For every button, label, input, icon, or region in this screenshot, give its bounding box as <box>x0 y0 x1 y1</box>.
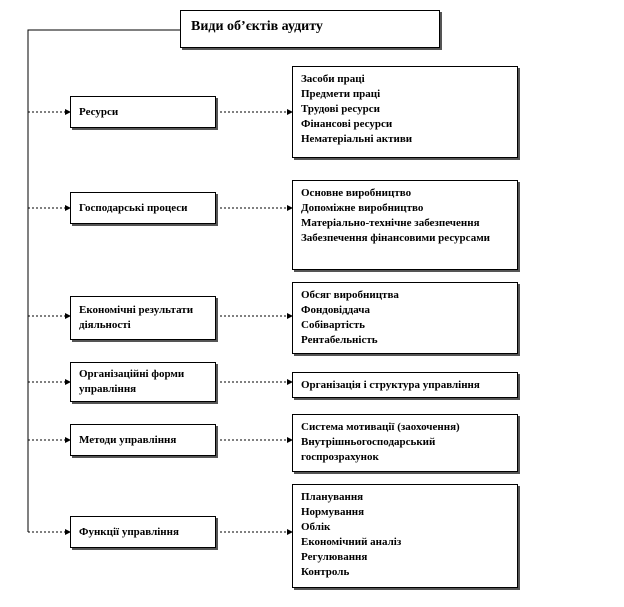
category-label: Господарські процеси <box>79 201 188 214</box>
detail-item: Рентабельність <box>301 334 378 346</box>
detail-item: Фондовіддача <box>301 304 370 316</box>
detail-item: Облік <box>301 521 331 533</box>
detail-item: Регулювання <box>301 551 368 563</box>
detail-item: Організація і структура управління <box>301 379 480 391</box>
category-org-forms: Організаційні форми управління <box>70 362 216 402</box>
detail-item: Собівартість <box>301 319 365 331</box>
detail-item: Планування <box>301 491 364 503</box>
category-functions: Функції управління <box>70 516 216 548</box>
details-resources: Засоби праці Предмети праці Трудові ресу… <box>292 66 518 158</box>
category-label: Методи управління <box>79 433 177 446</box>
category-label: Ресурси <box>79 105 119 118</box>
detail-item: Трудові ресурси <box>301 103 380 115</box>
detail-item: Контроль <box>301 566 350 578</box>
root-node: Види об’єктів аудиту <box>180 10 440 48</box>
details-results: Обсяг виробництва Фондовіддача Собіварті… <box>292 282 518 354</box>
detail-item: Засоби праці <box>301 73 365 85</box>
root-title: Види об’єктів аудиту <box>191 19 323 34</box>
detail-item: Матеріально-технічне забезпечення <box>301 217 480 229</box>
category-label: Функції управління <box>79 525 179 538</box>
category-methods: Методи управління <box>70 424 216 456</box>
detail-item: Економічний аналіз <box>301 536 402 548</box>
detail-item: Допоміжне виробництво <box>301 202 424 214</box>
details-methods: Система мотивації (заохочення) Внутрішнь… <box>292 414 518 472</box>
detail-item: Нормування <box>301 506 365 518</box>
detail-item: Внутрішньогосподарський госпрозрахунок <box>301 436 436 463</box>
category-label: Організаційні форми управління <box>79 368 185 395</box>
details-processes: Основне виробництво Допоміжне виробництв… <box>292 180 518 270</box>
details-functions: Планування Нормування Облік Економічний … <box>292 484 518 588</box>
category-label: Економічні результати діяльності <box>79 304 194 331</box>
detail-item: Забезпечення фінансовими ресурсами <box>301 232 491 244</box>
detail-item: Обсяг виробництва <box>301 289 399 301</box>
detail-item: Основне виробництво <box>301 187 412 199</box>
details-org-forms: Організація і структура управління <box>292 372 518 398</box>
category-resources: Ресурси <box>70 96 216 128</box>
detail-item: Предмети праці <box>301 88 381 100</box>
category-results: Економічні результати діяльності <box>70 296 216 340</box>
detail-item: Система мотивації (заохочення) <box>301 421 460 433</box>
category-processes: Господарські процеси <box>70 192 216 224</box>
trunk-line <box>27 29 180 532</box>
detail-item: Нематеріальні активи <box>301 133 413 145</box>
detail-item: Фінансові ресурси <box>301 118 393 130</box>
